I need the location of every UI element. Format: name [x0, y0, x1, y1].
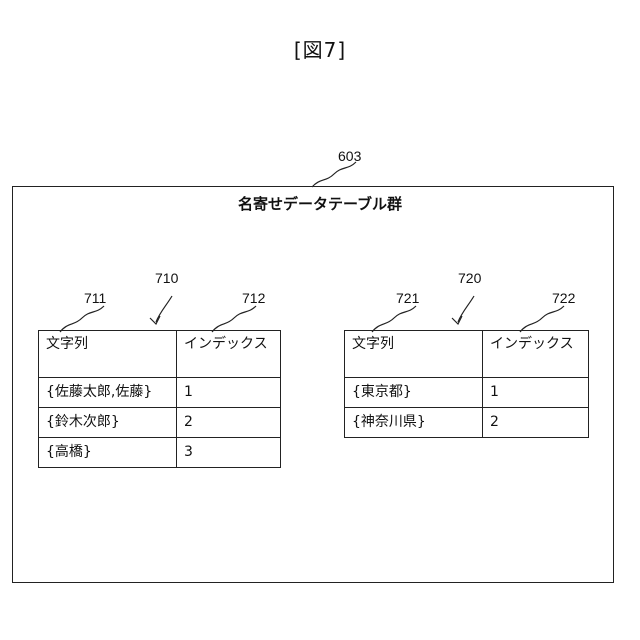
cell-string: {佐藤太郎,佐藤} — [39, 378, 177, 408]
table-row: {神奈川県} 2 — [345, 408, 589, 438]
table-row: {東京都} 1 — [345, 378, 589, 408]
header-string: 文字列 — [345, 331, 483, 378]
header-index: インデックス — [177, 331, 281, 378]
table-row: {鈴木次郎} 2 — [39, 408, 281, 438]
figure-title: [図7] — [0, 34, 640, 63]
ref-722: 722 — [552, 290, 575, 306]
name-table-710: 文字列 インデックス {佐藤太郎,佐藤} 1 {鈴木次郎} 2 {高橋} 3 — [38, 330, 281, 468]
ref-603: 603 — [338, 148, 361, 164]
cell-index: 1 — [177, 378, 281, 408]
header-index: インデックス — [483, 331, 589, 378]
cell-index: 3 — [177, 438, 281, 468]
ref-720: 720 — [458, 270, 481, 286]
cell-string: {鈴木次郎} — [39, 408, 177, 438]
cell-index: 1 — [483, 378, 589, 408]
leader-603 — [312, 162, 356, 187]
cell-index: 2 — [483, 408, 589, 438]
header-string: 文字列 — [39, 331, 177, 378]
cell-index: 2 — [177, 408, 281, 438]
name-table-720: 文字列 インデックス {東京都} 1 {神奈川県} 2 — [344, 330, 589, 438]
data-table-group-title: 名寄せデータテーブル群 — [0, 193, 640, 214]
ref-712: 712 — [242, 290, 265, 306]
ref-721: 721 — [396, 290, 419, 306]
ref-710: 710 — [155, 270, 178, 286]
table-header-row: 文字列 インデックス — [345, 331, 589, 378]
cell-string: {高橋} — [39, 438, 177, 468]
cell-string: {神奈川県} — [345, 408, 483, 438]
ref-711: 711 — [84, 290, 106, 306]
cell-string: {東京都} — [345, 378, 483, 408]
table-header-row: 文字列 インデックス — [39, 331, 281, 378]
table-row: {高橋} 3 — [39, 438, 281, 468]
table-row: {佐藤太郎,佐藤} 1 — [39, 378, 281, 408]
